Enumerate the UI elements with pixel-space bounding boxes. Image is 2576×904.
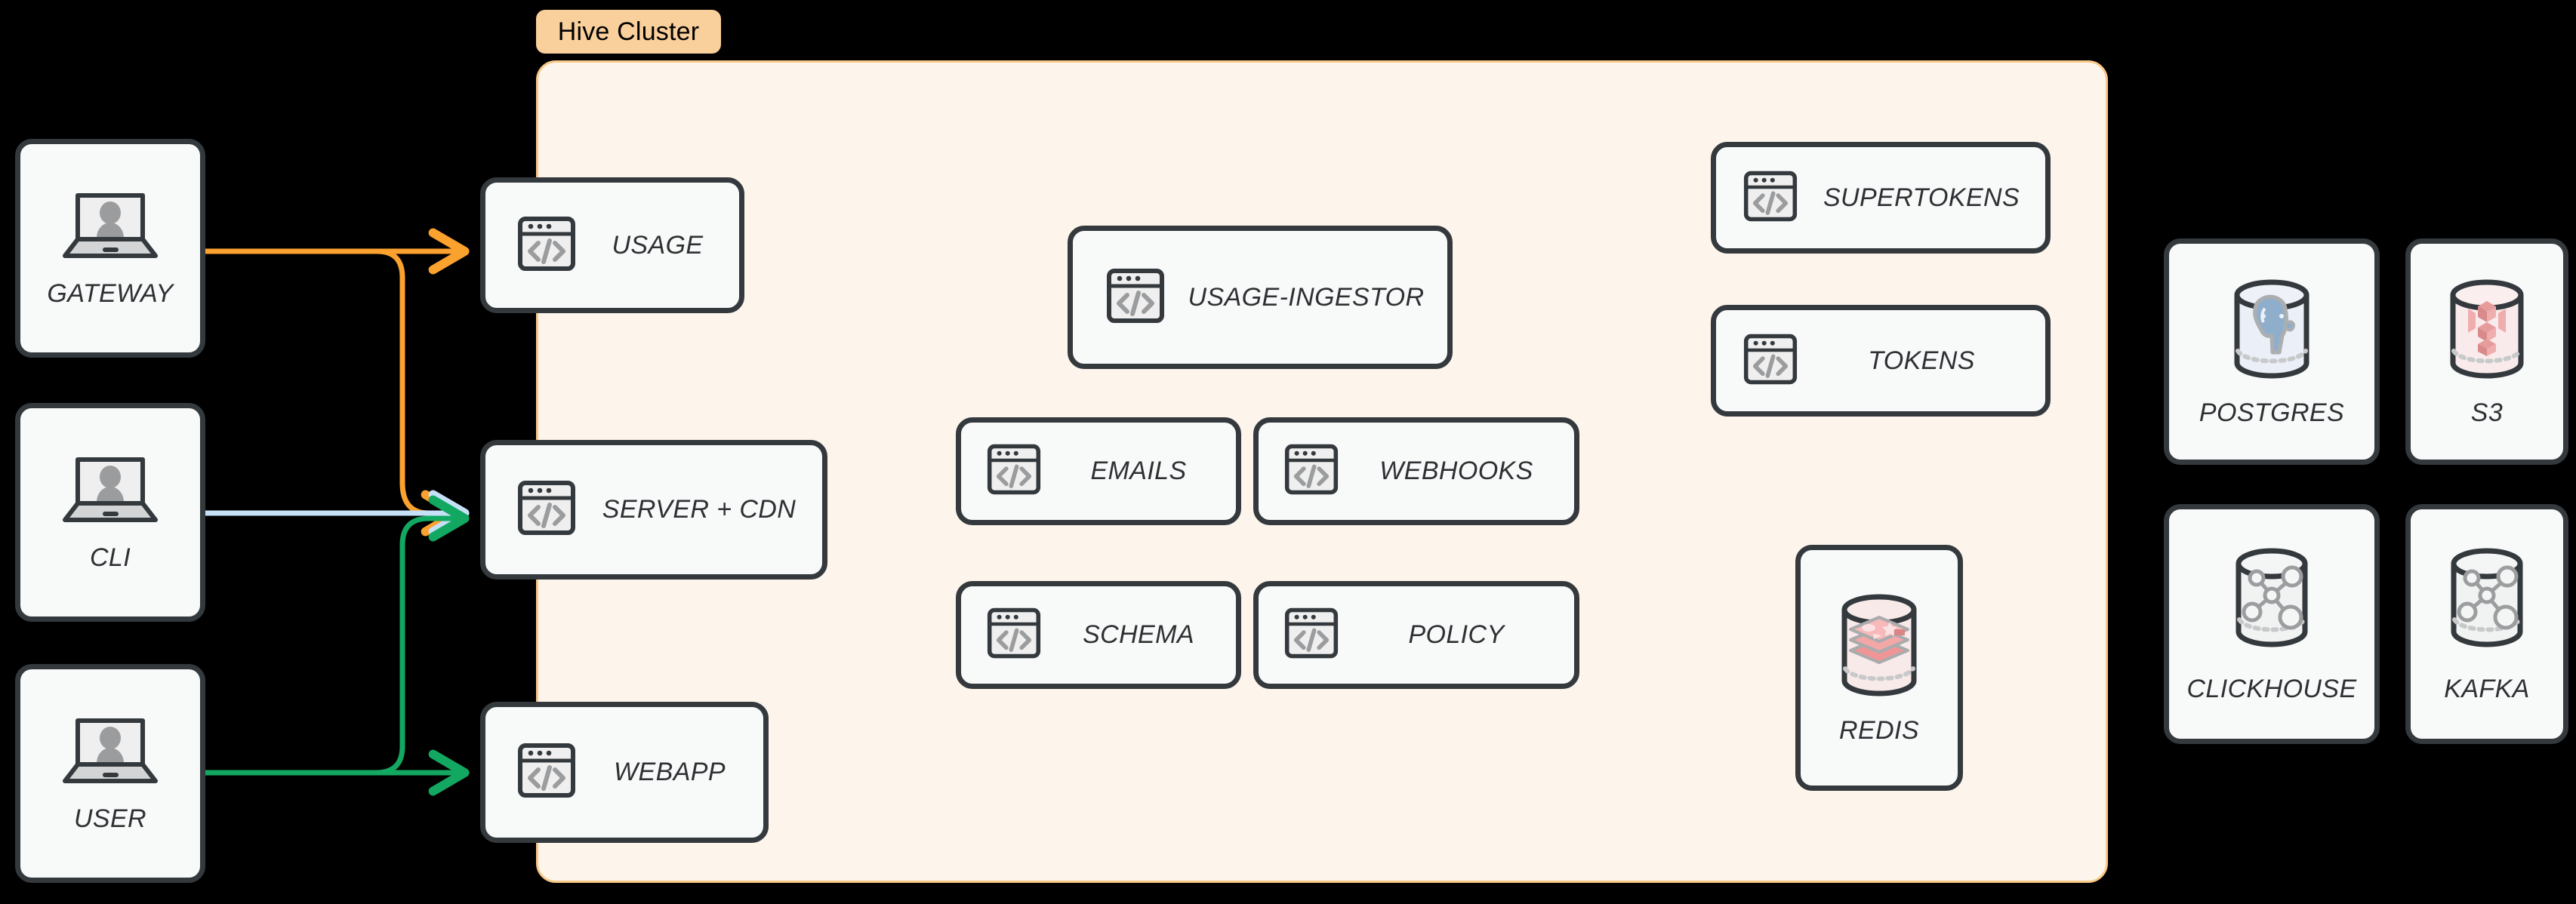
service-label-usage: USAGE xyxy=(612,230,704,260)
redis-database-icon xyxy=(1831,590,1927,704)
service-label-webhooks: WEBHOOKS xyxy=(1379,457,1533,485)
datastore-label-s3: S3 xyxy=(2470,398,2504,427)
datastore-label-kafka: KAFKA xyxy=(2444,675,2530,703)
service-node-tokens[interactable]: TOKENS xyxy=(1711,305,2051,417)
graph-database-icon xyxy=(2436,544,2537,663)
code-window-icon xyxy=(1743,333,1798,389)
code-window-icon xyxy=(1284,607,1339,663)
service-node-policy[interactable]: POLICY xyxy=(1253,581,1579,689)
service-label-tokens: TOKENS xyxy=(1868,346,1975,375)
client-label-user: USER xyxy=(73,804,147,833)
code-window-icon xyxy=(1743,170,1798,226)
service-node-usage-ingestor[interactable]: USAGE-INGESTOR xyxy=(1068,226,1453,369)
laptop-user-icon xyxy=(60,713,160,792)
connector-user-to-server-cdn xyxy=(202,495,470,776)
service-node-webhooks[interactable]: WEBHOOKS xyxy=(1253,417,1579,525)
client-node-cli[interactable]: CLI xyxy=(15,403,205,622)
service-node-usage[interactable]: USAGE xyxy=(480,177,744,313)
client-label-cli: CLI xyxy=(89,543,131,572)
datastore-label-clickhouse: CLICKHOUSE xyxy=(2186,675,2357,703)
datastore-label-redis: REDIS xyxy=(1839,716,1919,745)
postgres-database-icon xyxy=(2221,275,2322,386)
datastore-node-kafka[interactable]: KAFKA xyxy=(2405,504,2568,744)
datastore-node-s3[interactable]: S3 xyxy=(2405,238,2568,465)
hive-cluster-label: Hive Cluster xyxy=(557,17,700,46)
service-node-webapp[interactable]: WEBAPP xyxy=(480,702,769,843)
datastore-node-clickhouse[interactable]: CLICKHOUSE xyxy=(2164,504,2380,744)
connector-gateway-to-server-cdn xyxy=(202,248,462,537)
code-window-icon xyxy=(987,443,1041,500)
service-label-server-cdn: SERVER + CDN xyxy=(602,495,797,524)
s3-database-icon xyxy=(2439,275,2534,386)
client-node-user[interactable]: USER xyxy=(15,664,205,883)
service-label-schema: SCHEMA xyxy=(1083,620,1194,649)
service-node-supertokens[interactable]: SUPERTOKENS xyxy=(1711,142,2051,254)
service-label-webapp: WEBAPP xyxy=(614,758,726,786)
service-label-supertokens: SUPERTOKENS xyxy=(1823,183,2020,212)
datastore-node-redis[interactable]: REDIS xyxy=(1795,545,1963,791)
laptop-user-icon xyxy=(60,452,160,531)
service-label-policy: POLICY xyxy=(1408,620,1505,649)
service-label-usage-ingestor: USAGE-INGESTOR xyxy=(1188,282,1425,312)
datastore-label-postgres: POSTGRES xyxy=(2199,398,2345,427)
code-window-icon xyxy=(1106,268,1165,327)
service-node-emails[interactable]: EMAILS xyxy=(956,417,1241,525)
code-window-icon xyxy=(987,607,1041,663)
code-window-icon xyxy=(517,216,576,275)
service-node-server-cdn[interactable]: SERVER + CDN xyxy=(480,440,827,580)
service-label-emails: EMAILS xyxy=(1090,457,1187,485)
datastore-node-postgres[interactable]: POSTGRES xyxy=(2164,238,2380,465)
service-node-schema[interactable]: SCHEMA xyxy=(956,581,1241,689)
graph-database-icon xyxy=(2221,544,2322,663)
laptop-user-icon xyxy=(60,188,160,267)
code-window-icon xyxy=(517,480,576,540)
code-window-icon xyxy=(517,743,576,802)
client-node-gateway[interactable]: GATEWAY xyxy=(15,139,205,358)
hive-cluster-badge: Hive Cluster xyxy=(536,10,721,54)
client-label-gateway: GATEWAY xyxy=(47,279,174,308)
code-window-icon xyxy=(1284,443,1339,500)
